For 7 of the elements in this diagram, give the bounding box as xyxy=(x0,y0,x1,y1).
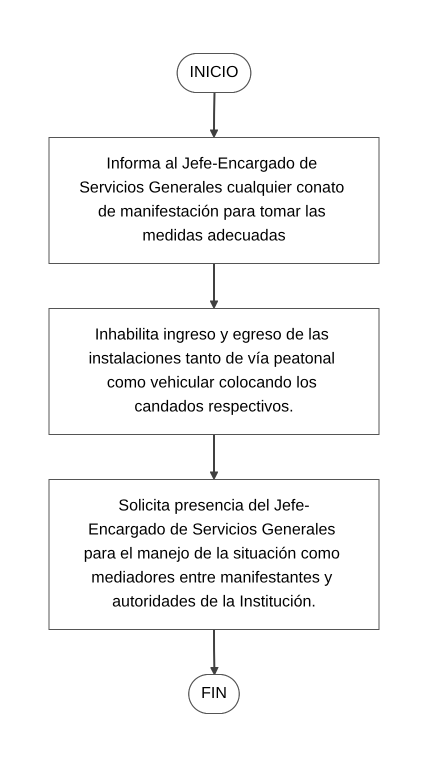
arrow xyxy=(210,630,219,676)
arrow xyxy=(210,92,218,138)
arrow xyxy=(210,434,218,480)
node-box: Solicita presencia del Jefe-Encargado de Servicios Generales para el manejo de la situación como mediadores entre manifestantes y autoridades de la Institución. xyxy=(48,479,380,630)
arrow xyxy=(210,264,218,309)
node-box: Inhabilita ingreso y egreso de las instalaciones tanto de vía peatonal como vehicular colocando los candados respectivos. xyxy=(48,308,380,435)
node-box: Informa al Jefe-Encargado de Servicios Generales cualquier conato de manifestación para tomar las medidas adecuadas xyxy=(48,137,380,264)
